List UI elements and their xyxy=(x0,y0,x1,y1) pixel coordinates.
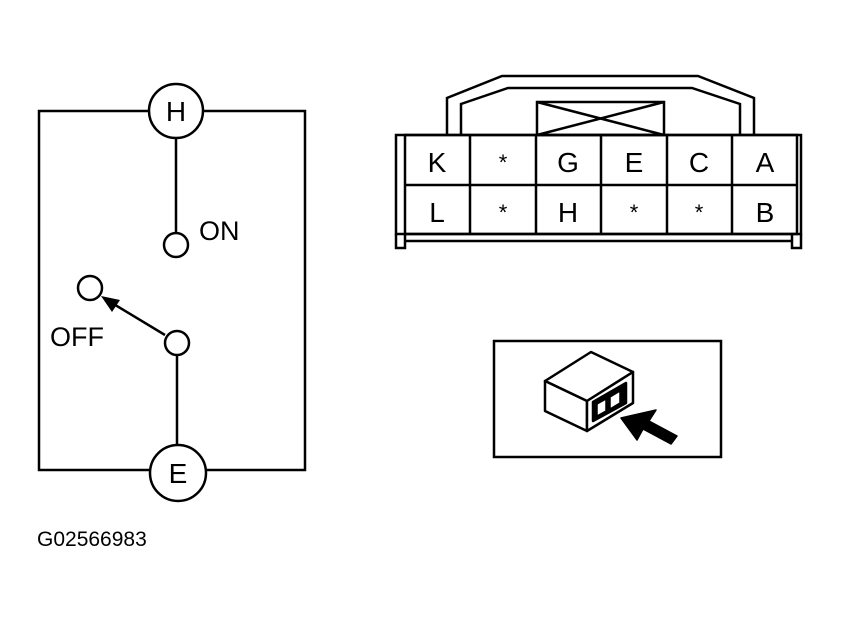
pin-label: E xyxy=(625,147,644,178)
terminal-e-label: E xyxy=(169,458,188,489)
terminal-e-circle xyxy=(148,443,208,503)
pin-label: * xyxy=(499,200,508,225)
pin-label: A xyxy=(756,147,775,178)
connector-lock-tab-inner xyxy=(459,86,742,135)
inset-view xyxy=(492,339,723,459)
pin-label: H xyxy=(558,197,578,228)
pin-label: C xyxy=(689,147,709,178)
pin-label: G xyxy=(557,147,579,178)
on-label: ON xyxy=(199,216,240,246)
connector-lock-tab xyxy=(445,74,756,135)
connector-body-skirt xyxy=(394,234,407,250)
pin-label: * xyxy=(695,200,704,225)
pin-label: K xyxy=(428,147,447,178)
terminal-h-label: H xyxy=(166,96,186,127)
switch-arm xyxy=(111,301,166,337)
figure-id: G02566983 xyxy=(37,528,147,551)
schematic-outer-wire xyxy=(37,109,151,472)
connector-row-1: K * G E C A xyxy=(428,147,775,178)
inset-frame xyxy=(492,339,723,459)
pin-label: * xyxy=(630,200,639,225)
switch-arrowhead xyxy=(101,296,120,312)
connector-row-2: L * H * * B xyxy=(429,197,774,228)
on-contact xyxy=(162,231,190,259)
pin-label: * xyxy=(499,150,508,175)
connector-key-x2 xyxy=(536,100,665,137)
switch-schematic xyxy=(37,82,307,503)
terminal-h-circle xyxy=(147,82,205,140)
connector-body-skirt-right xyxy=(790,234,803,250)
connector-face xyxy=(394,74,803,250)
schematic-outer-wire-right xyxy=(203,109,307,472)
off-label: OFF xyxy=(50,322,104,352)
pivot-contact xyxy=(163,329,191,357)
relay-connector-view-icon xyxy=(543,350,635,433)
pin-label: B xyxy=(756,197,775,228)
pin-label: L xyxy=(429,197,445,228)
view-direction-arrow-icon xyxy=(620,409,678,445)
off-contact xyxy=(76,274,104,302)
